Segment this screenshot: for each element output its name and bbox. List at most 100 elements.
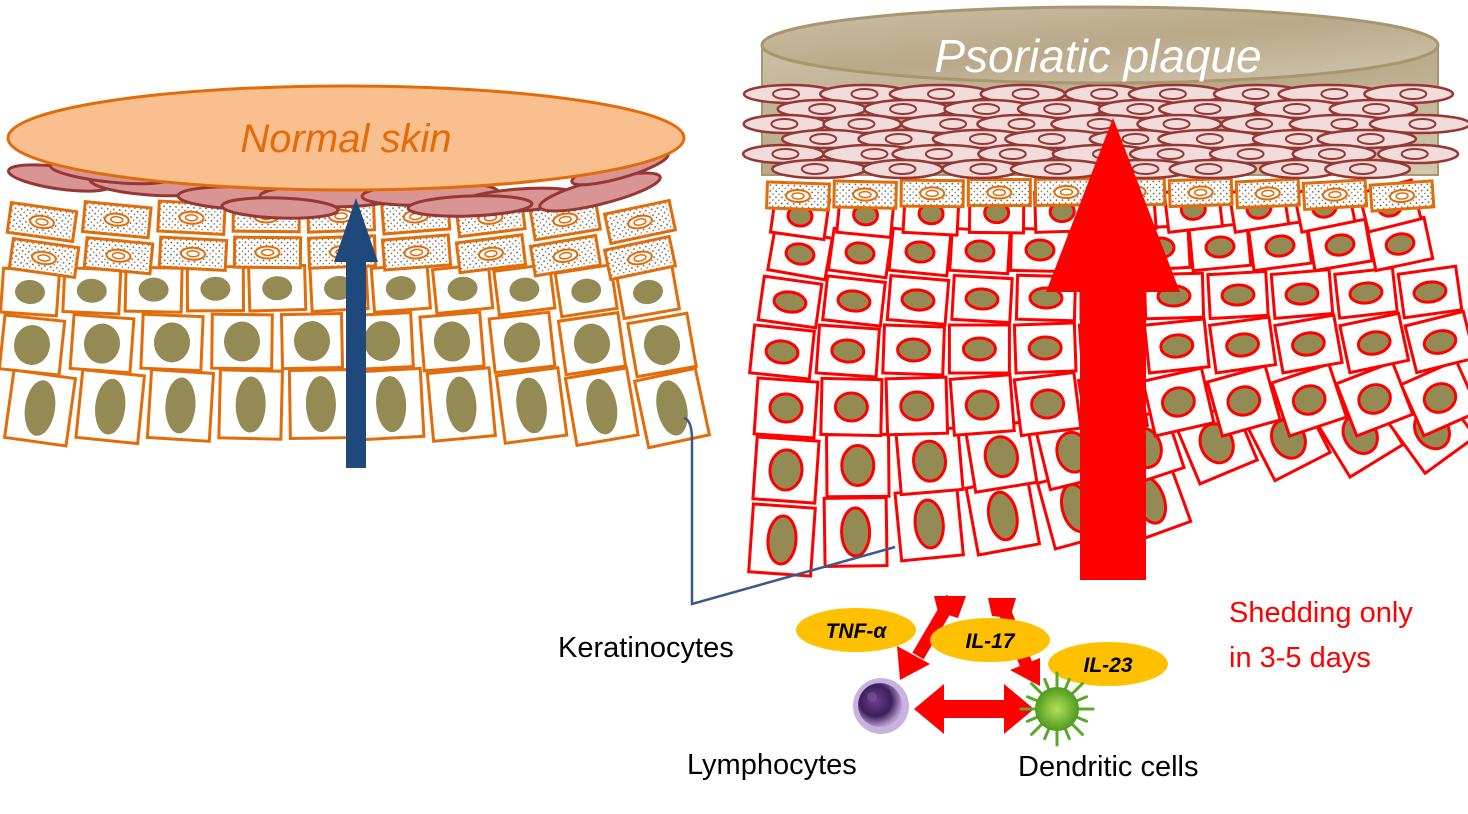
plaque-keratinocyte	[1141, 366, 1216, 438]
cell-nucleus	[656, 380, 688, 436]
cell-nucleus	[95, 378, 126, 435]
normal-granular-layer	[5, 197, 678, 282]
plaque-keratinocyte	[1012, 370, 1083, 438]
plaque-granular-cell	[1301, 178, 1369, 211]
plaque-corneocyte-nucleus	[770, 118, 799, 130]
granular-nucleus	[1059, 188, 1074, 196]
normal-keratinocyte	[0, 266, 62, 318]
plaque-corneocyte-nucleus	[1043, 163, 1072, 175]
plaque-corneocyte-nucleus	[1281, 163, 1310, 175]
plaque-keratinocyte	[1207, 315, 1278, 375]
plaque-keratinocyte	[821, 274, 887, 328]
plaque-keratinocyte	[822, 496, 889, 568]
granular-nucleus	[925, 189, 939, 198]
dendrite-spike	[1030, 721, 1045, 736]
dendrite-spike	[1069, 721, 1084, 736]
cell-nucleus	[446, 376, 477, 433]
plaque-corneocyte-nucleus	[1090, 88, 1119, 100]
granular-nucleus	[35, 218, 49, 226]
normal-keratinocyte	[494, 365, 569, 445]
dendritic-cell-icon	[1019, 671, 1095, 747]
plaque-corneocyte-nucleus	[1317, 148, 1346, 160]
plaque-corneocyte-nucleus	[1162, 118, 1191, 130]
cell-nucleus	[376, 376, 407, 433]
plaque-keratinocyte	[948, 226, 1012, 276]
granular-nucleus	[1395, 192, 1409, 200]
plaque-keratinocyte	[1334, 360, 1415, 438]
cell-nucleus	[305, 376, 336, 433]
plaque-keratinocyte	[756, 274, 824, 330]
plaque-keratinocyte	[1272, 313, 1344, 375]
plaque-keratinocyte	[752, 376, 820, 440]
cell-nucleus	[913, 498, 945, 550]
plaque-corneocyte-nucleus	[926, 88, 955, 100]
cell-nucleus	[840, 444, 876, 488]
plaque-keratinocyte	[748, 323, 816, 381]
normal-keratinocyte	[356, 366, 426, 442]
plaque-keratinocyte	[1399, 358, 1468, 438]
cell-nucleus	[830, 338, 866, 364]
cell-nucleus	[165, 377, 196, 434]
dendrite-spike	[1043, 725, 1051, 741]
plaque-corneocyte-nucleus	[924, 148, 953, 160]
plaque-keratinocyte	[1333, 266, 1399, 320]
normal-keratinocyte	[2, 368, 78, 448]
cell-nucleus	[912, 439, 948, 483]
plaque-corneocyte-nucleus	[1156, 148, 1185, 160]
granular-nucleus	[1328, 190, 1342, 199]
granular-nucleus	[558, 215, 572, 224]
plaque-keratinocyte	[894, 425, 965, 497]
cell-nucleus	[1024, 238, 1056, 262]
cytokine-tnf-label: TNF-α	[826, 620, 888, 643]
plaque-corneocyte-nucleus	[889, 103, 918, 115]
cell-nucleus	[1291, 384, 1327, 416]
keratinocyte-connector-line	[683, 416, 896, 606]
cell-nucleus	[983, 435, 1019, 479]
cell-nucleus	[1291, 331, 1326, 357]
cell-nucleus	[772, 290, 808, 314]
psoriatic-plaque-section: Psoriatic plaque	[741, 5, 1468, 580]
plaque-granular-cell	[1368, 179, 1436, 213]
plaque-keratinocyte	[751, 435, 821, 505]
normal-keratinocyte	[185, 265, 245, 313]
cell-nucleus	[509, 277, 540, 302]
dendrite-spike	[1063, 725, 1071, 741]
cell-nucleus	[836, 289, 872, 313]
cell-nucleus	[503, 322, 541, 363]
cell-nucleus	[1225, 332, 1261, 358]
granular-nucleus	[633, 218, 647, 226]
plaque-granular-cell	[966, 178, 1032, 208]
cell-nucleus	[1324, 233, 1356, 257]
normal-keratinocyte	[145, 367, 216, 443]
plaque-keratinocyte	[885, 274, 951, 326]
cytokine-il17-label: IL-17	[965, 630, 1015, 653]
normal-keratinocyte	[492, 262, 557, 317]
normal-granular-cell	[232, 235, 303, 270]
normal-keratinocyte	[247, 263, 308, 313]
cell-nucleus	[223, 321, 261, 362]
plaque-corneocyte-nucleus	[939, 118, 968, 130]
cell-nucleus	[200, 276, 231, 301]
plaque-corneocyte-nucleus	[1245, 118, 1274, 130]
keratinocytes-label: Keratinocytes	[558, 632, 734, 664]
cytokine-tnf: TNF-α	[796, 608, 916, 652]
plaque-corneocyte-nucleus	[1121, 133, 1150, 145]
cell-nucleus	[76, 278, 107, 303]
normal-keratinocyte	[632, 366, 712, 450]
plaque-keratinocyte	[948, 373, 1016, 437]
normal-keratinocyte	[210, 312, 274, 371]
normal-keratinocyte	[217, 368, 284, 441]
cell-nucleus	[766, 514, 798, 566]
plaque-corneocyte-nucleus	[1043, 103, 1072, 115]
plaque-corneocyte-nucleus	[860, 148, 889, 160]
cell-nucleus	[896, 337, 932, 363]
normal-keratinocyte	[279, 311, 345, 371]
cell-nucleus	[1204, 235, 1236, 259]
plaque-keratinocyte	[884, 375, 950, 437]
granular-nucleus	[186, 249, 200, 258]
cell-nucleus	[447, 276, 478, 301]
normal-granular-cell	[380, 233, 453, 272]
plaque-corneocyte-nucleus	[800, 163, 829, 175]
normal-keratinocyte	[287, 368, 354, 441]
